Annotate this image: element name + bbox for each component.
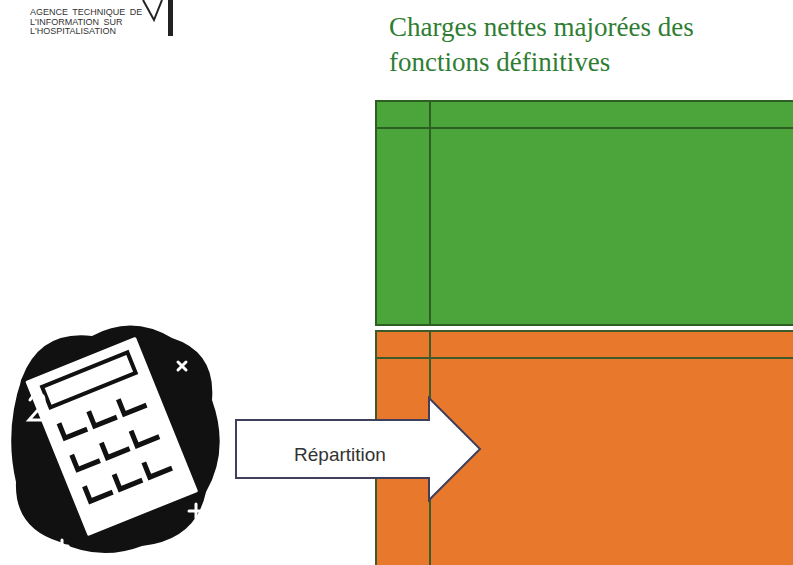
grid-line <box>376 127 793 129</box>
calculator-keys <box>59 390 172 501</box>
calculator-symbols <box>29 362 203 552</box>
grid-line <box>376 357 793 359</box>
block-arrow: Répartition <box>235 397 481 501</box>
calculator-body <box>22 333 201 539</box>
logo-wave <box>143 0 162 20</box>
green-panel <box>376 101 793 325</box>
slide-title: Charges nettes majorées des fonctions dé… <box>389 10 769 80</box>
blob <box>11 325 220 553</box>
calculator-screen <box>42 352 136 407</box>
logo-mark <box>143 0 173 36</box>
agency-name: AGENCE TECHNIQUE DE L'INFORMATION SUR L'… <box>30 8 152 37</box>
calculator-icon <box>11 325 220 553</box>
logo-bar <box>168 0 173 36</box>
arrow-label: Répartition <box>294 444 386 466</box>
green-table <box>376 101 793 325</box>
arrow-shape <box>236 398 480 500</box>
grid-line <box>429 101 431 325</box>
